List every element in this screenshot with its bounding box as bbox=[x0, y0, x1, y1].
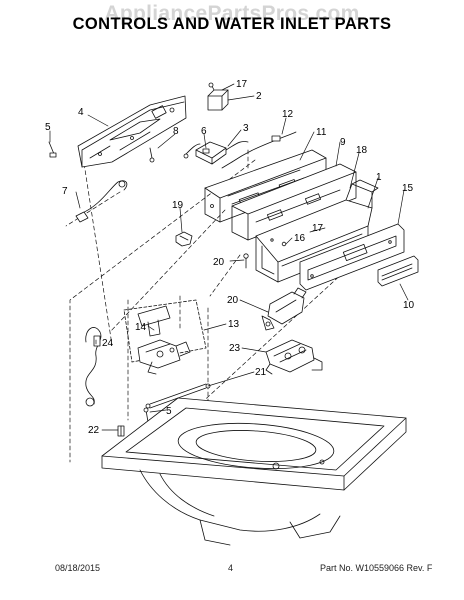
callout-23: 23 bbox=[229, 343, 241, 354]
leader-lines bbox=[49, 83, 409, 431]
clip-part-22 bbox=[117, 425, 125, 437]
callout-20-upper: 20 bbox=[213, 257, 225, 268]
sensor-bracket-part-2 bbox=[207, 82, 229, 111]
footer-part-number: Part No. W10559066 Rev. F bbox=[320, 563, 433, 573]
callout-16: 16 bbox=[294, 233, 306, 244]
callout-14: 14 bbox=[135, 322, 147, 333]
callout-20-middle: 20 bbox=[227, 295, 239, 306]
callout-24: 24 bbox=[102, 338, 114, 349]
callout-6: 6 bbox=[201, 126, 207, 137]
screw-part-5 bbox=[48, 141, 57, 158]
callout-11: 11 bbox=[316, 127, 327, 138]
screw-part-20-upper bbox=[243, 253, 249, 269]
callout-7: 7 bbox=[62, 186, 68, 197]
callout-13: 13 bbox=[228, 319, 240, 330]
callout-9: 9 bbox=[340, 137, 346, 148]
callout-3: 3 bbox=[243, 123, 249, 134]
screw-part-5-lower bbox=[143, 407, 149, 423]
inlet-hose-part-24 bbox=[85, 327, 102, 407]
callout-4: 4 bbox=[78, 107, 84, 118]
callout-5: 5 bbox=[45, 122, 51, 133]
valve-assembly-part-23 bbox=[265, 339, 323, 375]
footer-date: 08/18/2015 bbox=[55, 563, 101, 573]
callout-17-lower: 17 bbox=[312, 223, 324, 234]
valve-part-20 bbox=[261, 287, 307, 331]
watermark: AppliancePartsPros.com bbox=[104, 2, 360, 25]
callout-8: 8 bbox=[173, 126, 179, 137]
callout-5-lower: 5 bbox=[166, 406, 172, 417]
module-part-6 bbox=[195, 141, 227, 165]
knob-part-19 bbox=[175, 231, 193, 247]
callout-labels: 17 2 4 12 5 8 6 3 11 9 18 7 1 15 19 17 1… bbox=[45, 79, 415, 436]
callout-2: 2 bbox=[256, 91, 262, 102]
callout-10: 10 bbox=[403, 300, 415, 311]
callout-12: 12 bbox=[282, 109, 294, 120]
console-back-panel bbox=[77, 95, 187, 168]
top-cabinet bbox=[101, 397, 407, 546]
wire-harness-part-12 bbox=[221, 131, 297, 169]
display-lens-part-10 bbox=[377, 255, 419, 287]
callout-22: 22 bbox=[88, 425, 100, 436]
callout-1: 1 bbox=[376, 172, 382, 183]
callout-17: 17 bbox=[236, 79, 248, 90]
callout-19: 19 bbox=[172, 200, 184, 211]
callout-15: 15 bbox=[402, 183, 414, 194]
screw-part-8 bbox=[149, 147, 155, 163]
callout-21: 21 bbox=[255, 367, 267, 378]
wire-harness-part-3 bbox=[183, 141, 249, 159]
wire-harness-part-7 bbox=[75, 180, 128, 223]
dispenser-assembly-part-13 bbox=[123, 299, 207, 375]
footer-page-number: 4 bbox=[228, 563, 234, 573]
callout-18: 18 bbox=[356, 145, 368, 156]
page-title: CONTROLS AND WATER INLET PARTS bbox=[72, 15, 392, 33]
